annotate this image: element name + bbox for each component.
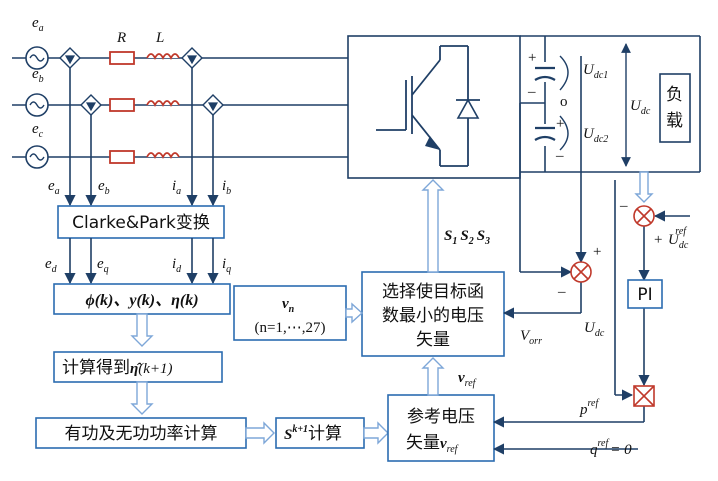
ref-voltage-block [387,394,495,462]
clarke-park-block [57,205,225,239]
hollow-arrow-3 [245,421,275,445]
summer-udc-minus: – [619,198,628,214]
pi-label: PI [637,285,652,305]
label-qref: qref= 0 [590,438,632,458]
vn-block [233,285,347,341]
summer-udc [633,205,655,227]
ac-source-b [25,93,49,117]
resistors [109,51,135,164]
selection-line3: 矢量 [416,330,450,350]
hollow-arrow-1 [130,313,154,347]
vn-range: (n=1,⋯,27) [255,320,326,336]
svg-text:负: 负 [666,85,683,105]
load-box: 负 载 [659,73,691,143]
hollow-arrow-switch [421,179,445,273]
label-udc: Udc [630,98,651,117]
hollow-arrow-udc [634,171,654,203]
current-sensor-arrows [186,55,219,112]
clarke-park-label: Clarke&Park变换 [72,213,210,233]
dc-bus [520,35,701,173]
selection-line1: 选择使目标函 [382,281,484,302]
hollow-arrow-2 [130,381,154,415]
label-udc-fb: Udc [584,320,605,339]
measurement-wires [64,68,219,207]
summer-balance-minus: – [557,284,566,300]
ref-voltage-line1: 参考电压 [407,407,475,427]
balance-wires [502,56,587,319]
hollow-arrow-4 [363,421,389,445]
label-ec: ec [32,121,44,140]
label-meas-ib: ib [222,178,231,197]
label-iq: iq [222,256,231,275]
label-udc-ref: Udcref [668,226,689,251]
selection-line2: 数最小的电压 [382,306,484,326]
vn-label: vn [282,296,295,315]
mid-point-o: o [560,94,568,110]
label-eq: eq [97,256,109,275]
ac-source-c [25,145,49,169]
cap-lower-minus: – [555,148,564,164]
sk-block [275,417,365,449]
predict-label: 计算得到η̂(k+1) [62,358,173,378]
label-udc2: Udc2 [583,126,608,145]
label-id: id [172,256,182,275]
inductors [146,53,180,160]
label-udc1: Udc1 [583,62,608,81]
selection-block [361,271,505,357]
summer-balance [570,261,592,283]
voltage-sensor-arrows [64,55,97,112]
power-label: 有功及无功功率计算 [65,424,218,444]
label-ed: ed [45,256,58,275]
summer-udc-plus: + [654,232,662,248]
sk-label: Sk+1计算 [284,424,342,444]
svg-text:载: 载 [666,111,683,131]
udc-loop-wires [492,180,690,455]
label-l: L [155,30,164,46]
label-ea: ea [32,15,44,34]
cap-upper-minus: – [527,84,536,100]
cap-lower-plus: + [556,116,564,132]
capacitor-upper [534,66,556,81]
flux-label: ϕ(k)、y(k)、η(k) [85,292,198,309]
label-pref: pref [579,398,599,418]
label-vorr: Vorr [520,328,542,347]
converter-box [347,35,521,179]
grid-sources [12,57,348,158]
dq-wires [64,238,219,285]
hollow-arrow-vref [421,357,445,396]
label-eb: eb [32,66,44,85]
ac-source-a [25,46,49,70]
summer-balance-plus: + [593,244,601,260]
hollow-arrow-vn [345,302,364,324]
label-meas-ea: ea [48,178,60,197]
label-meas-ia: ia [172,178,181,197]
label-r: R [116,30,126,46]
cap-upper-plus: + [528,50,536,66]
multiplier [633,385,655,407]
flux-block [53,283,231,315]
capacitor-lower [534,126,556,141]
label-vref: vref [458,370,477,389]
label-meas-eb: eb [98,178,110,197]
voltage-arcs [559,55,569,151]
pi-block [627,279,663,309]
ref-voltage-line2: 矢量vref [406,433,459,455]
